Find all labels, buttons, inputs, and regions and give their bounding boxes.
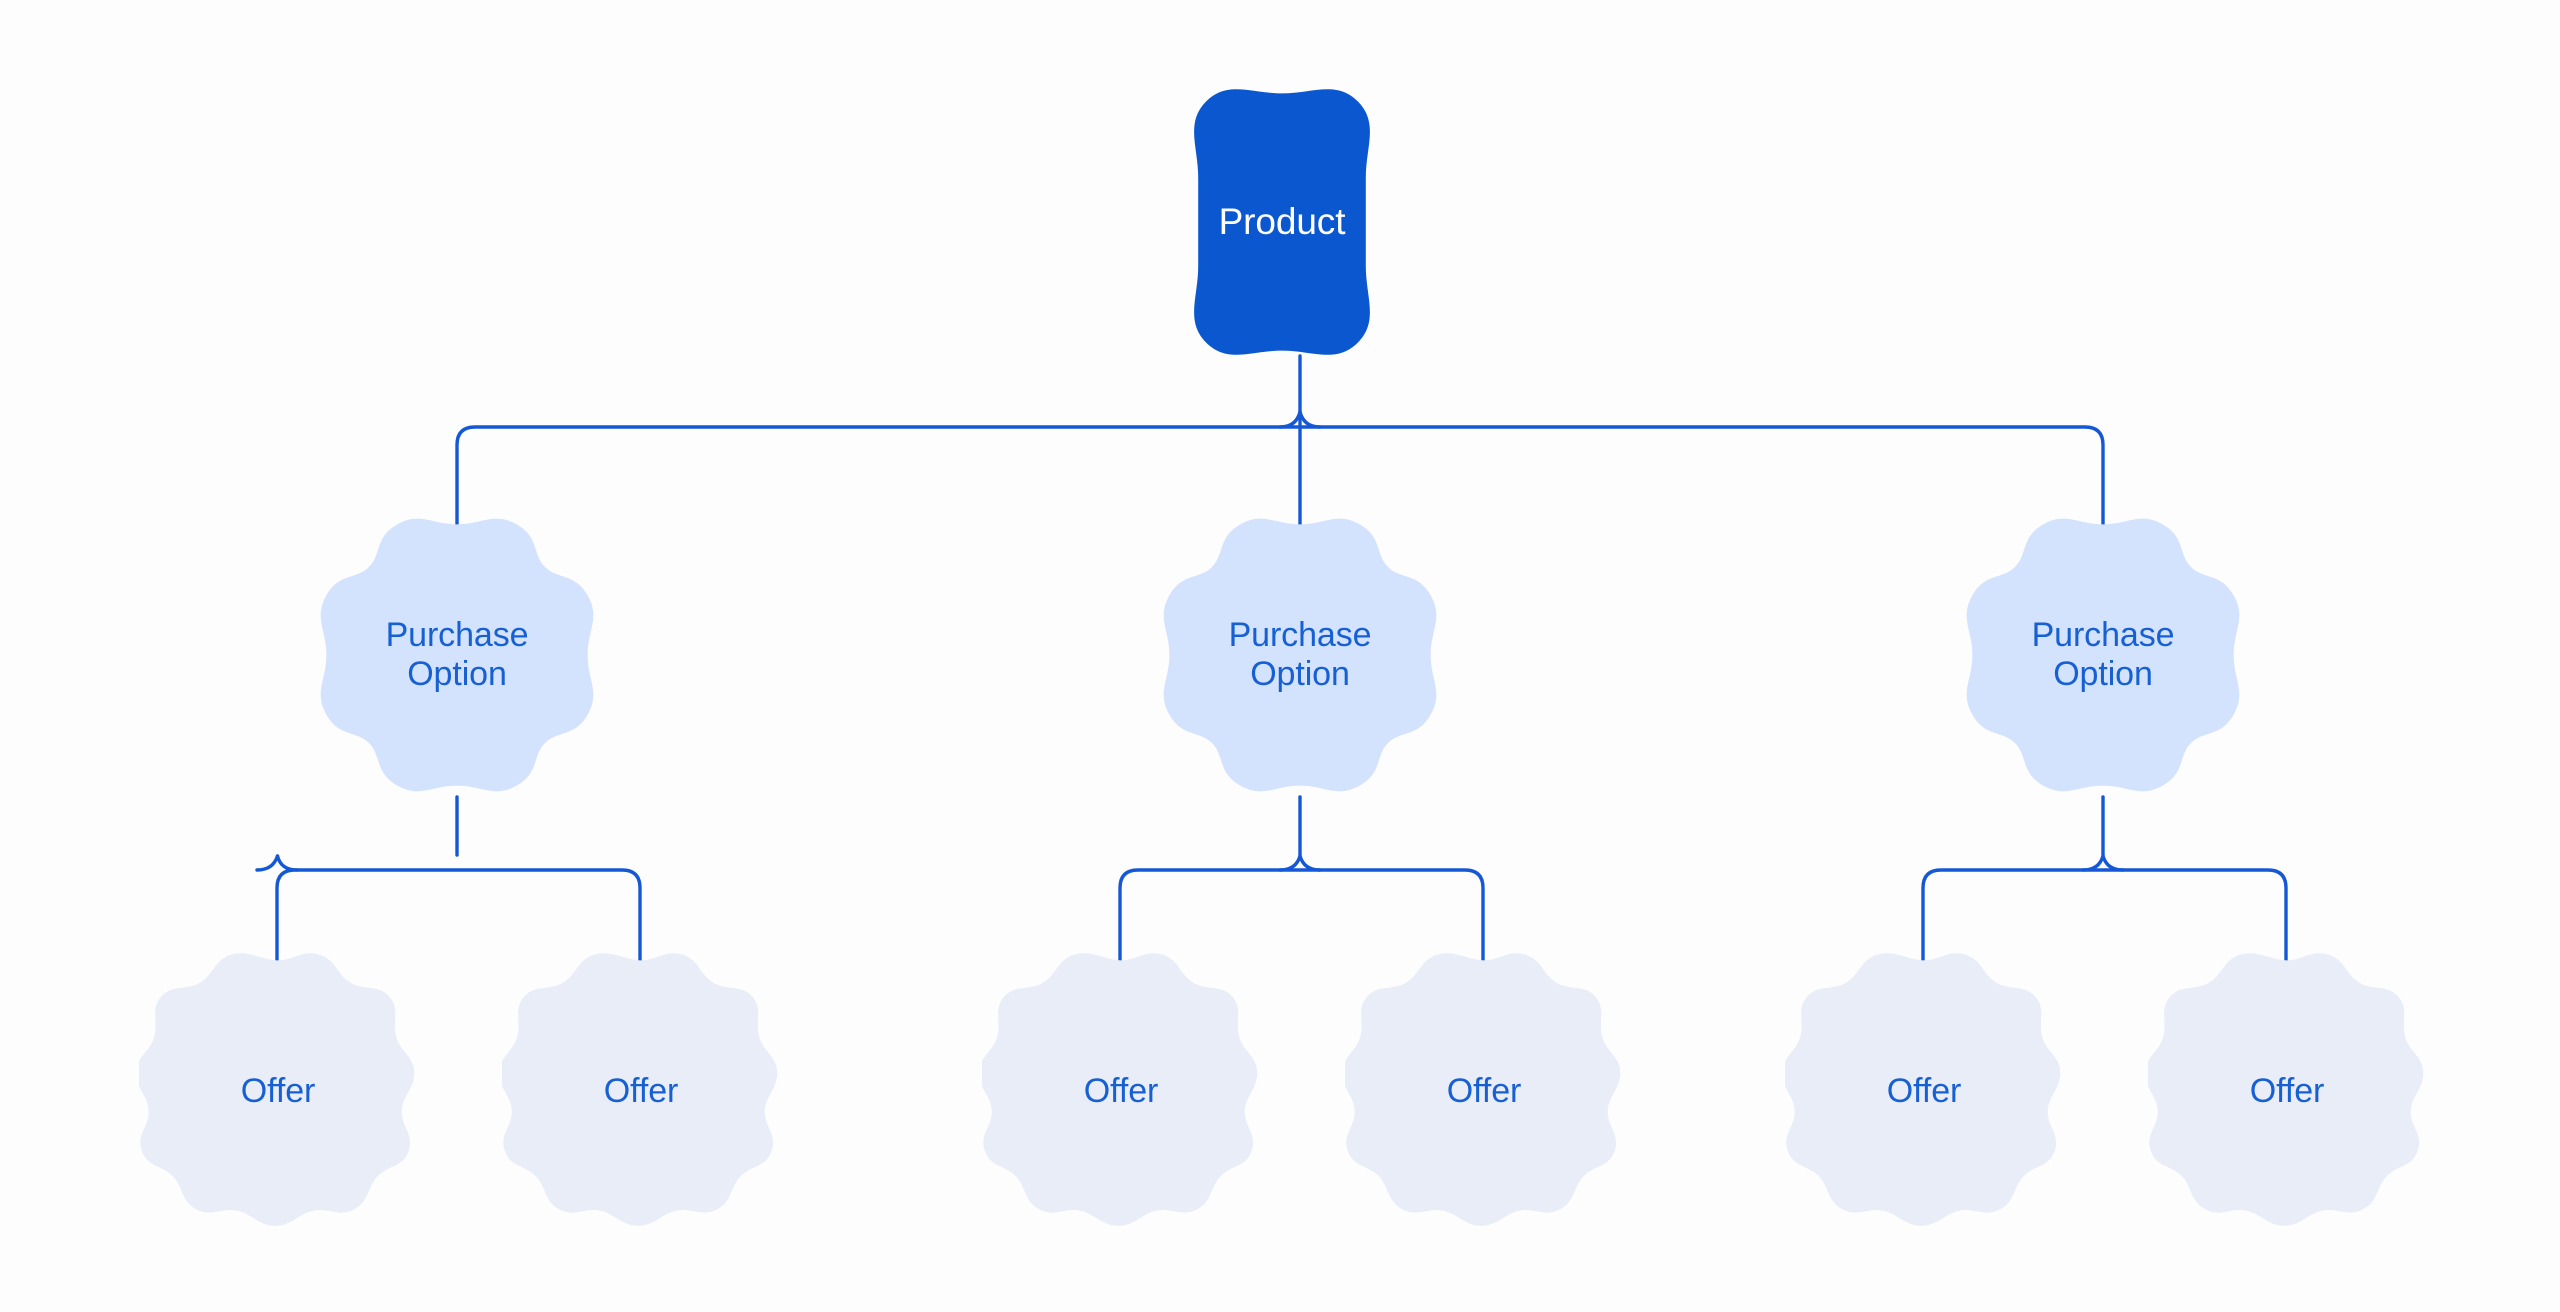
node-offer-1[interactable]: Offer (139, 952, 417, 1230)
node-purchase-option-3[interactable]: Purchase Option (1961, 513, 2245, 797)
node-offer-3[interactable]: Offer (982, 952, 1260, 1230)
product-blob-shape (1194, 89, 1370, 355)
node-offer-4[interactable]: Offer (1345, 952, 1623, 1230)
offer-scallop-shape (1345, 953, 1621, 1226)
node-purchase-option-1[interactable]: Purchase Option (315, 513, 599, 797)
node-purchase-option-2[interactable]: Purchase Option (1158, 513, 1442, 797)
node-offer-6[interactable]: Offer (2148, 952, 2426, 1230)
node-offer-2[interactable]: Offer (502, 952, 780, 1230)
offer-scallop-shape (502, 953, 778, 1226)
offer-scallop-shape (982, 953, 1258, 1226)
offer-scallop-shape (2148, 953, 2424, 1226)
purchase-option-blob-shape (1163, 518, 1437, 792)
offer-scallop-shape (1785, 953, 2061, 1226)
purchase-option-blob-shape (1966, 518, 2240, 792)
offer-scallop-shape (139, 953, 415, 1226)
node-offer-5[interactable]: Offer (1785, 952, 2063, 1230)
purchase-option-blob-shape (320, 518, 594, 792)
node-product[interactable]: Product (1149, 88, 1415, 356)
